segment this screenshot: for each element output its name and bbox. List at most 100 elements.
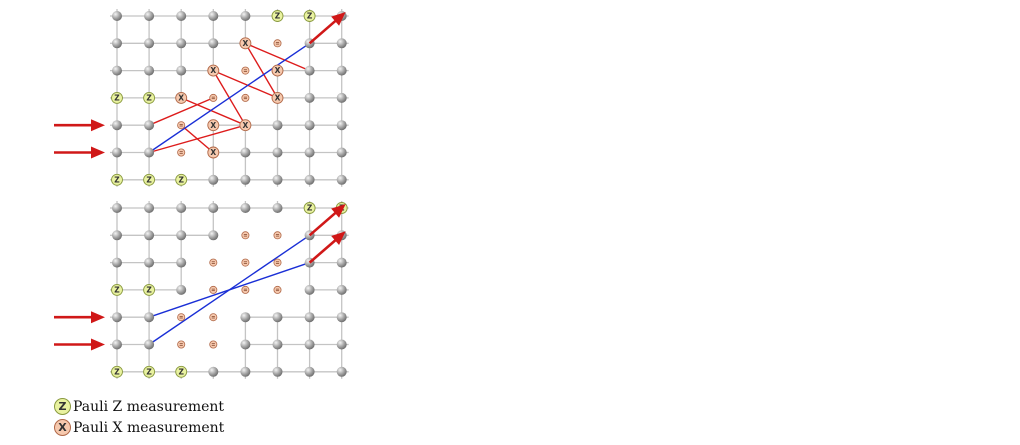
qubit-node (304, 312, 315, 323)
pauli-x-node (271, 64, 284, 77)
measured-qubit (209, 258, 218, 267)
pauli-z-node (111, 91, 123, 104)
legend-x-label: Pauli X measurement (73, 419, 225, 436)
pauli-z-letter: Z (146, 367, 152, 376)
qubit-node (176, 65, 187, 76)
input-arrow-head (91, 119, 105, 132)
legend-z-item: Z Pauli Z measurement (54, 398, 224, 415)
qubit-node (304, 174, 315, 185)
red-correlation-line (148, 124, 246, 154)
measured-qubit (177, 313, 186, 322)
qubit-node (144, 147, 155, 158)
measured-qubit (241, 93, 250, 102)
qubit-node (144, 120, 155, 131)
qubit-node (304, 120, 315, 131)
output-arrow-shaft (308, 236, 339, 264)
pauli-z-letter: Z (307, 204, 313, 213)
pauli-z-letter: Z (114, 175, 120, 184)
input-arrow-head (91, 338, 105, 351)
qubit-node (112, 120, 122, 131)
qubit-node (112, 147, 122, 158)
pauli-x-letter: X (275, 94, 281, 103)
pauli-z-node (111, 173, 123, 186)
qubit-node (272, 120, 283, 131)
qubit-node (208, 11, 219, 21)
qubit-node (176, 203, 187, 213)
measured-qubit (273, 231, 282, 240)
qubit-node (144, 11, 155, 21)
qubit-node (240, 174, 251, 185)
qubit-node (336, 174, 347, 185)
pauli-z-node (175, 365, 188, 378)
qubit-node (144, 312, 155, 323)
qubit-node (112, 257, 122, 268)
qubit-node (336, 366, 347, 377)
qubit-node (304, 92, 315, 103)
qubit-node (112, 312, 122, 323)
qubit-node (144, 38, 155, 49)
pauli-z-letter: Z (307, 12, 313, 21)
pauli-x-node (207, 64, 220, 77)
qubit-node (144, 339, 155, 350)
qubit-node (272, 174, 283, 185)
output-arrow-head (331, 204, 346, 218)
qubit-node (144, 257, 155, 268)
qubit-node (112, 11, 122, 21)
qubit-node (176, 230, 187, 241)
output-arrow-head (331, 231, 346, 246)
qubit-node (112, 230, 122, 241)
qubit-node (176, 38, 187, 49)
pauli-x-letter: X (210, 66, 216, 75)
output-arrow-head (331, 12, 346, 26)
pauli-z-letter: Z (114, 367, 120, 376)
qubit-node (336, 38, 347, 49)
pauli-z-node (303, 202, 316, 214)
qubit-node (272, 203, 283, 213)
pauli-z-node (143, 91, 156, 104)
qubit-node (112, 38, 122, 49)
pauli-z-node (143, 283, 156, 296)
measured-qubit (209, 313, 218, 322)
qubit-node (240, 366, 251, 377)
measured-qubit (177, 121, 186, 130)
legend-z-label: Pauli Z measurement (73, 398, 225, 415)
red-correlation-line (244, 42, 279, 99)
pauli-x-letter: X (243, 39, 249, 48)
qubit-node (112, 339, 122, 350)
pauli-z-node (143, 365, 156, 378)
qubit-node (304, 366, 315, 377)
legend-x-item: X Pauli X measurement (54, 419, 224, 436)
pauli-x-node (207, 119, 220, 132)
qubit-node (272, 366, 283, 377)
pauli-x-letter: X (275, 66, 281, 75)
pauli-z-node (111, 365, 123, 378)
qubit-node (144, 203, 155, 213)
qubit-node (304, 284, 315, 295)
red-correlation-line (180, 97, 246, 126)
qubit-node (208, 174, 219, 185)
qubit-node (304, 339, 315, 350)
qubit-node (336, 92, 347, 103)
qubit-node (304, 65, 315, 76)
measured-qubit (273, 39, 282, 48)
measured-qubit (209, 340, 218, 349)
measured-qubit (273, 258, 282, 267)
pauli-x-node (207, 146, 220, 159)
measured-qubit (177, 148, 186, 157)
measured-qubit (241, 66, 250, 75)
input-arrow-head (91, 311, 105, 324)
pauli-z-letter: Z (275, 12, 281, 21)
pauli-x-node (239, 119, 252, 132)
pauli-x-letter: X (210, 121, 216, 130)
red-correlation-line (213, 69, 278, 99)
input-arrow-head (91, 146, 105, 159)
pauli-x-node (175, 91, 188, 104)
pauli-z-node (271, 10, 284, 22)
measured-qubit (209, 285, 218, 294)
pauli-z-letter: Z (114, 94, 120, 103)
qubit-node (336, 65, 347, 76)
pauli-z-node (143, 173, 156, 186)
